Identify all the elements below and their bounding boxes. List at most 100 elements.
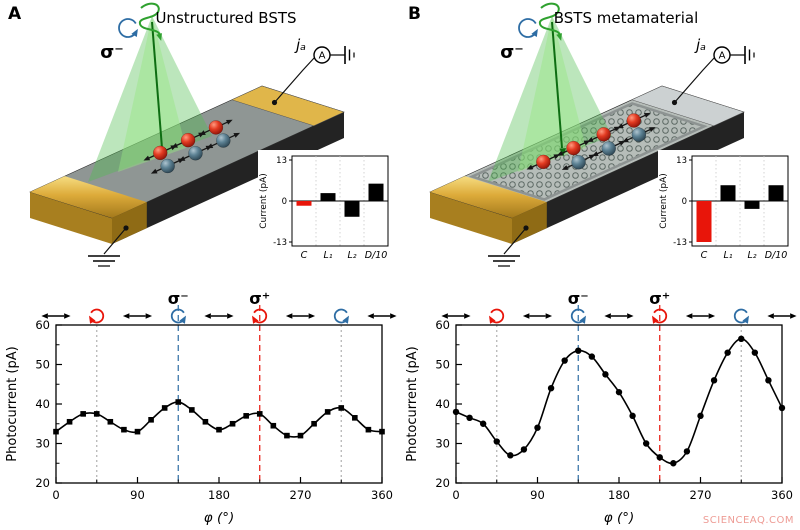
inset-bar xyxy=(368,183,384,201)
data-point xyxy=(507,452,514,459)
panel-a-title: Unstructured BSTS xyxy=(155,9,297,27)
linear-polarization-icon xyxy=(522,313,553,319)
sample-illustration-b: σ⁻Ajₐ xyxy=(429,2,755,267)
y-tick-label: 30 xyxy=(35,437,50,451)
data-point xyxy=(379,428,385,435)
x-tick-label: 360 xyxy=(771,488,793,502)
data-point xyxy=(615,388,623,396)
spin-sphere-red xyxy=(208,120,224,135)
linear-polarization-icon xyxy=(685,313,716,319)
data-point xyxy=(493,438,500,445)
inset-y-tick-label: 0 xyxy=(282,197,287,207)
circular-polarization-icon xyxy=(490,308,505,324)
metamaterial-pattern xyxy=(468,102,708,201)
circular-polarization-icon xyxy=(90,308,105,324)
inset-bar xyxy=(320,193,336,201)
x-tick-label: 90 xyxy=(530,488,545,502)
ammeter-letter: A xyxy=(319,51,326,62)
x-tick-label: 270 xyxy=(690,488,712,502)
light-beam xyxy=(488,16,612,182)
inset-category-label: L₁ xyxy=(323,250,332,261)
sigma-in-label: σ⁻ xyxy=(500,42,524,63)
helix-icon xyxy=(138,2,161,36)
data-point xyxy=(311,420,317,427)
y-tick-label: 60 xyxy=(435,318,450,332)
data-point xyxy=(256,411,263,417)
data-point xyxy=(121,426,127,433)
spin-sphere-blue xyxy=(160,158,175,174)
sigma-annotation: σ⁻ xyxy=(168,289,189,308)
data-point xyxy=(642,440,650,447)
data-point xyxy=(778,404,786,412)
data-point xyxy=(656,454,663,461)
data-point xyxy=(189,407,195,413)
spin-sphere-blue xyxy=(216,133,231,148)
linear-polarization-icon xyxy=(367,313,397,319)
inset-bar xyxy=(344,201,360,217)
data-point xyxy=(229,420,236,427)
fit-curve xyxy=(455,338,783,465)
data-point xyxy=(365,426,372,433)
y-tick-label: 20 xyxy=(435,476,450,490)
linear-polarization-icon xyxy=(41,313,71,319)
data-point xyxy=(452,408,460,416)
linear-polarization-icon xyxy=(767,313,797,319)
linear-polarization-icon xyxy=(441,313,471,319)
sigma-annotation: σ⁺ xyxy=(249,289,270,308)
circular-polarization-icon xyxy=(518,18,537,38)
data-point xyxy=(629,412,636,420)
data-point xyxy=(297,432,304,439)
slab-front-face xyxy=(112,112,344,244)
data-point xyxy=(683,448,691,455)
circular-polarization-icon xyxy=(653,308,668,324)
sigma-annotation: σ⁻ xyxy=(568,289,589,308)
spin-sphere-blue xyxy=(188,146,203,161)
data-point xyxy=(202,418,209,425)
circular-polarization-icon xyxy=(333,308,348,324)
data-point xyxy=(243,413,249,419)
linear-polarization-icon xyxy=(285,313,316,319)
data-point xyxy=(53,428,59,435)
data-point xyxy=(466,414,473,422)
sample-illustration-a: σ⁻Ajₐ xyxy=(29,2,355,267)
data-point xyxy=(175,399,182,405)
data-point xyxy=(697,412,704,420)
spin-sphere-blue xyxy=(631,127,647,142)
data-point xyxy=(765,377,772,384)
light-beam xyxy=(88,16,212,182)
contact-right xyxy=(631,85,745,127)
data-point xyxy=(520,446,528,453)
sigma-in-label: σ⁻ xyxy=(100,42,124,63)
y-tick-label: 40 xyxy=(435,397,450,411)
data-point xyxy=(107,418,114,425)
inset-y-axis-label: Current (pA) xyxy=(259,173,269,229)
x-tick-label: 180 xyxy=(208,488,230,502)
spin-sphere-red xyxy=(566,140,581,156)
x-tick-label: 0 xyxy=(452,488,459,502)
linear-polarization-icon xyxy=(204,313,234,319)
inset-bar xyxy=(720,185,736,201)
ammeter-letter: A xyxy=(719,51,726,62)
spin-sphere-blue xyxy=(571,155,586,170)
x-tick-label: 90 xyxy=(130,488,145,502)
data-point xyxy=(602,371,609,378)
sigma-annotation: σ⁺ xyxy=(649,289,670,308)
x-tick-label: 360 xyxy=(371,488,393,502)
panel-b-letter: B xyxy=(408,4,421,24)
data-point xyxy=(80,411,86,417)
data-point xyxy=(534,424,541,431)
panel-a-letter: A xyxy=(8,4,22,24)
inset-category-label: L₂ xyxy=(747,250,756,261)
y-tick-label: 30 xyxy=(435,437,450,451)
inset-y-tick-label: -13 xyxy=(673,238,687,248)
inset-category-label: L₂ xyxy=(347,250,356,261)
data-point xyxy=(575,347,582,354)
data-point xyxy=(66,418,73,425)
data-point xyxy=(352,415,358,421)
inset-bar xyxy=(696,201,712,242)
spin-sphere-red xyxy=(536,154,551,170)
watermark: SCIENCEAQ.COM xyxy=(702,515,794,526)
